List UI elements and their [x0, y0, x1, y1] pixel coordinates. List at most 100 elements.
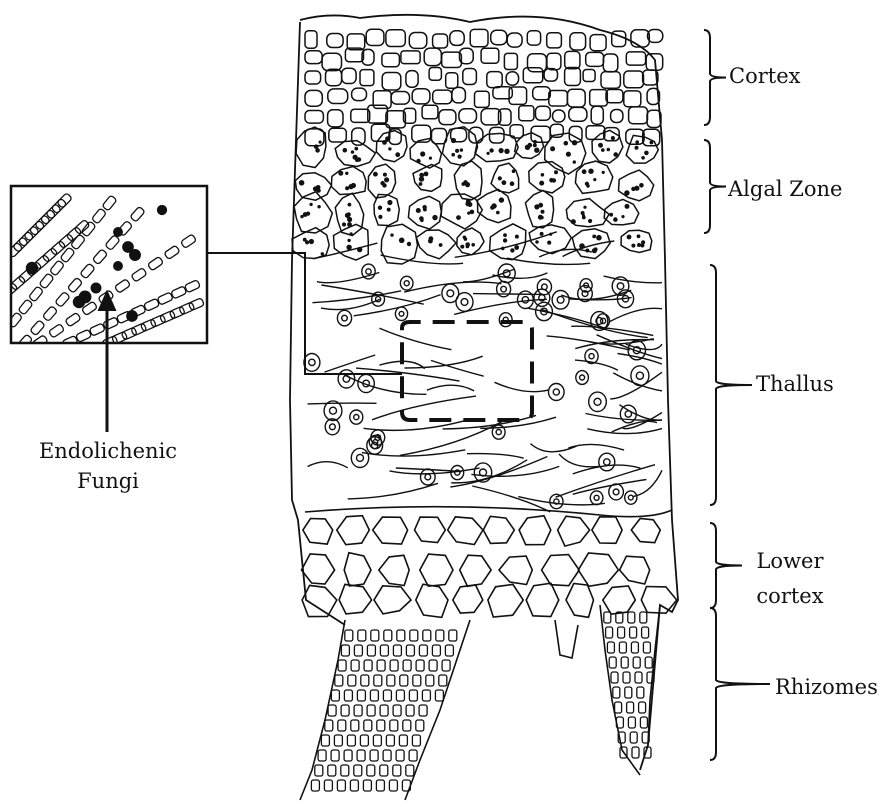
inset-hypha-cell	[184, 280, 200, 293]
rhizome-cell	[367, 645, 375, 656]
rhizome-cell	[367, 765, 375, 776]
cortex-cells	[305, 29, 663, 145]
rhizome-cell	[376, 780, 384, 791]
cortex-cell	[487, 72, 502, 88]
hypha-strand	[467, 454, 524, 459]
cortex-cell	[624, 71, 644, 88]
rhizome-cell	[423, 630, 431, 641]
ringed-cell-core	[330, 407, 337, 414]
rhizome-cell	[439, 675, 447, 686]
rhizome-cell	[409, 750, 417, 761]
cortex-cell	[481, 48, 499, 63]
rhizome-cell	[632, 747, 639, 758]
cortex-cell	[328, 110, 343, 127]
ringed-cell	[499, 313, 512, 327]
algal-dot	[351, 183, 356, 188]
ringed-cell	[442, 284, 459, 303]
label-endolichenic-line1: Endolichenic	[10, 438, 206, 464]
rhizome-cell	[412, 735, 420, 746]
rhizome-cell	[348, 675, 356, 686]
rhizome-cell	[396, 690, 404, 701]
rhizome-cell	[380, 645, 388, 656]
algal-dot	[382, 140, 387, 145]
algal-dot	[303, 212, 308, 217]
algal-dot	[533, 143, 537, 147]
rhizome-cell	[621, 657, 628, 668]
ringed-cell-core	[496, 430, 501, 435]
cortex-cell	[305, 90, 322, 106]
cortex-cell	[352, 88, 367, 101]
algal-dot	[596, 235, 602, 241]
cortex-cell	[329, 128, 347, 142]
rhizome-cell	[350, 780, 358, 791]
inset-hypha-cell	[169, 306, 185, 319]
bracket-rhizomes	[710, 608, 770, 760]
cortex-cell	[322, 53, 341, 70]
rhizome-cell	[623, 672, 630, 683]
algal-dot	[637, 234, 641, 238]
ringed-cell-core	[309, 359, 315, 365]
lower-cortex-cell	[344, 553, 371, 586]
lower-cortex-cell	[303, 519, 333, 545]
algal-cell	[621, 230, 652, 252]
rhizome-cell	[380, 765, 388, 776]
fungus-spore	[158, 206, 167, 215]
fungus-spore	[114, 228, 123, 237]
rhizome-cell	[609, 657, 616, 668]
algal-cell	[442, 127, 477, 166]
rhizome-cell	[345, 630, 353, 641]
cortex-cell	[386, 30, 405, 47]
algal-dot	[451, 153, 455, 157]
rhizome-cell	[377, 660, 385, 671]
rhizome-cell	[631, 642, 638, 653]
algal-dot	[420, 151, 425, 156]
cortex-cell	[412, 89, 430, 104]
rhizome-cell	[344, 750, 352, 761]
ringed-cell	[400, 276, 413, 290]
annotation-marks	[99, 30, 770, 760]
ringed-cell	[534, 289, 550, 306]
algal-dot	[554, 170, 558, 174]
cortex-cell	[424, 48, 441, 66]
ringed-cell	[325, 419, 339, 435]
lower-cortex-cell	[379, 555, 409, 585]
algal-dot	[424, 172, 429, 177]
rhizome-cell	[354, 765, 362, 776]
cortex-cell	[470, 29, 488, 46]
algal-dot	[317, 205, 320, 208]
algal-dot	[353, 155, 358, 160]
label-rhizomes: Rhizomes	[775, 674, 878, 700]
rhizome-cell	[643, 642, 650, 653]
algal-dot	[592, 248, 597, 253]
hypha-strand	[380, 328, 452, 350]
algal-dot	[585, 182, 589, 186]
algal-cell	[441, 194, 482, 229]
rhizome-cell	[390, 720, 398, 731]
rhizome-cell	[334, 735, 342, 746]
lower-cortex-cell	[416, 584, 448, 617]
ringed-cell-core	[399, 311, 404, 316]
inset-hypha-cell	[7, 312, 22, 328]
rhizome-cell	[445, 645, 453, 656]
algal-dot	[631, 244, 635, 248]
bracket-thallus	[710, 265, 752, 505]
lower-cortex-cell	[519, 516, 551, 545]
rhizome-cell	[640, 717, 647, 728]
cortex-cell	[519, 106, 534, 121]
rhizome-cell	[618, 627, 625, 638]
lower-cortex-cell	[415, 517, 446, 542]
rhizome-cell	[422, 690, 430, 701]
lower-cortex-cell	[631, 519, 660, 543]
inset-hypha-cell	[18, 299, 33, 315]
algal-dot	[354, 147, 358, 151]
algal-dot	[598, 143, 603, 148]
lower-cortex-cell	[488, 584, 523, 617]
ringed-cell	[498, 264, 515, 283]
ringed-cell	[362, 264, 375, 279]
rhizome-cell	[627, 702, 634, 713]
rhizome-cell	[393, 765, 401, 776]
cortex-cell	[507, 33, 522, 47]
algal-dot	[351, 150, 354, 153]
algal-dot	[613, 152, 618, 157]
algal-dot	[347, 239, 350, 242]
